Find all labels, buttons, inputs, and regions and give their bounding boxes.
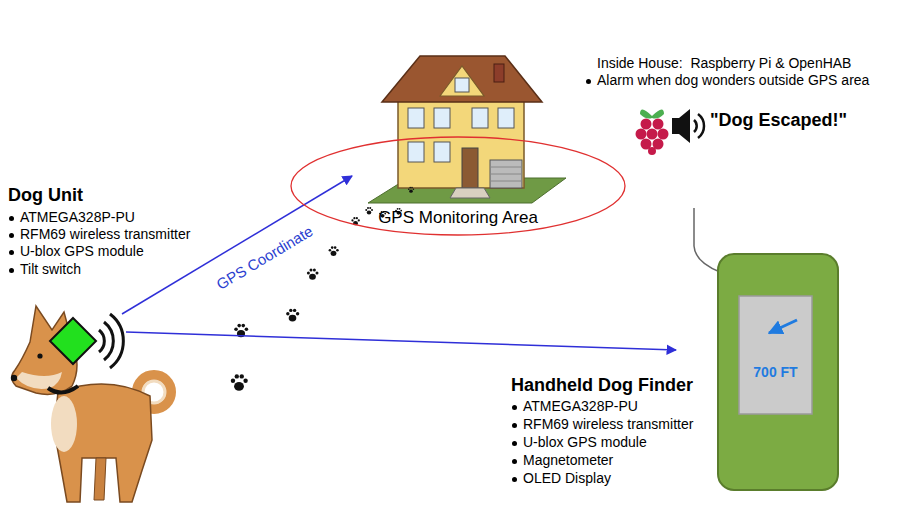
area-ellipse-outline [291,137,625,235]
finder-link-arrow [126,332,676,350]
alarm-message: "Dog Escaped!" [710,110,847,131]
antenna [694,208,720,272]
component-item: RFM69 wireless transmitter [523,416,693,432]
direction-arrow [769,320,797,333]
raspberry-pi-icon [636,109,669,155]
component-item: U-blox GPS module [20,243,144,259]
component-item: Magnetometer [523,452,613,468]
dog-illustration [11,306,171,502]
radio-waves [99,314,123,368]
unit-heading: Dog Unit [8,185,83,206]
gps-coordinate-arrow [122,176,352,314]
house-note: Inside House: Raspberry Pi & OpenHAB [597,55,851,71]
arrow-label: GPS Coordinate [214,222,317,293]
monitoring-area: GPS Monitoring Area [290,136,626,236]
speaker-icon [672,109,704,143]
alarm-note: Alarm when dog wonders outside GPS area [597,72,869,88]
house-illustration [368,56,566,203]
oled-screen [739,296,812,414]
node-text: 700 FT [753,364,797,380]
component-item: Tilt switch [20,261,81,277]
handheld-device [718,254,838,490]
component-item: RFM69 wireless transmitter [20,226,190,242]
component-item: ATMEGA328P-PU [20,209,135,225]
node-text: GPS Monitoring Area [378,208,538,228]
component-item: ATMEGA328P-PU [523,398,638,414]
screen-readout: 700 FT [739,296,812,414]
dog-unit-device [50,318,96,364]
component-item: U-blox GPS module [523,434,647,450]
component-item: OLED Display [523,470,611,486]
finder-heading: Handheld Dog Finder [511,375,693,396]
